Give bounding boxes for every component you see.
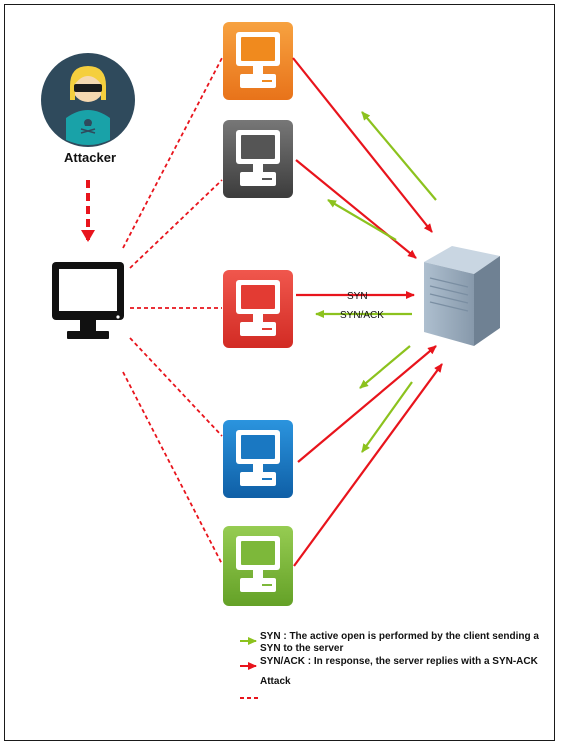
syn-flow-label: SYN	[347, 291, 368, 302]
legend-synack-text: SYN/ACK : In response, the server replie…	[260, 656, 538, 667]
server-icon	[424, 246, 500, 346]
synack-arrow	[361, 381, 413, 453]
client-computer-green-icon	[223, 526, 293, 606]
syn-arrow	[292, 57, 433, 233]
syn-arrow	[293, 363, 443, 567]
attack-line	[129, 337, 223, 437]
controller-monitor-icon	[52, 262, 124, 339]
client-computer-orange-icon	[223, 22, 293, 100]
synack-arrow	[359, 345, 411, 389]
client-computer-red-icon	[223, 270, 293, 348]
legend-attack-text: Attack	[260, 676, 291, 687]
diagram-frame	[4, 4, 555, 741]
synack-flow-label: SYN/ACK	[340, 310, 384, 321]
attack-line	[122, 57, 223, 249]
synack-arrow	[327, 199, 397, 241]
client-computer-blue-icon	[223, 420, 293, 498]
attacker-avatar-icon	[41, 53, 135, 147]
syn-arrow	[297, 345, 437, 463]
syn-arrow	[295, 159, 417, 259]
legend: SYN : The active open is performed by th…	[238, 631, 558, 689]
legend-syn-text: SYN : The active open is performed by th…	[260, 631, 539, 654]
synack-arrows	[315, 111, 437, 453]
attack-line	[129, 179, 223, 269]
syn-arrows	[292, 57, 443, 567]
attacker-label: Attacker	[63, 150, 117, 165]
legend-item-attack: Attack	[238, 676, 558, 688]
attack-line	[122, 371, 223, 565]
synack-arrow	[361, 111, 437, 201]
legend-item-syn: SYN : The active open is performed by th…	[238, 631, 558, 655]
legend-item-synack: SYN/ACK : In response, the server replie…	[238, 656, 558, 668]
client-computer-gray-icon	[223, 120, 293, 198]
attack-lines	[122, 57, 223, 565]
